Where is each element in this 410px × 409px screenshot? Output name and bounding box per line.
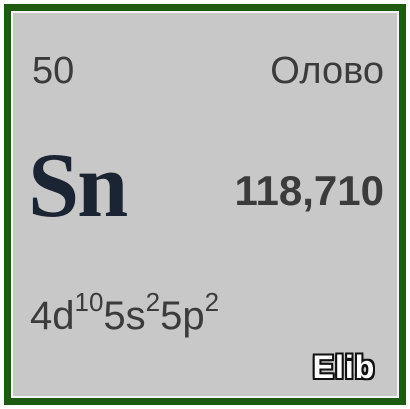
element-name: Олово — [270, 50, 384, 92]
config-orbital-3: 5p — [160, 294, 205, 338]
atomic-mass: 118,710 — [234, 167, 384, 214]
config-orbital-2: 5s — [103, 294, 146, 338]
electron-configuration: 4d105s25p2 — [30, 289, 219, 339]
element-card: 50 Олово Sn 118,710 4d105s25p2 Elib — [4, 4, 406, 405]
element-symbol: Sn — [28, 134, 128, 236]
card-body — [13, 13, 397, 396]
config-exponent-3: 2 — [204, 286, 220, 317]
config-exponent-1: 10 — [74, 286, 104, 317]
elib-logo-text: Elib — [312, 348, 376, 385]
elib-logo: Elib — [296, 347, 392, 387]
atomic-number: 50 — [32, 50, 75, 92]
config-exponent-2: 2 — [145, 286, 161, 317]
config-orbital-1: 4d — [30, 294, 75, 338]
